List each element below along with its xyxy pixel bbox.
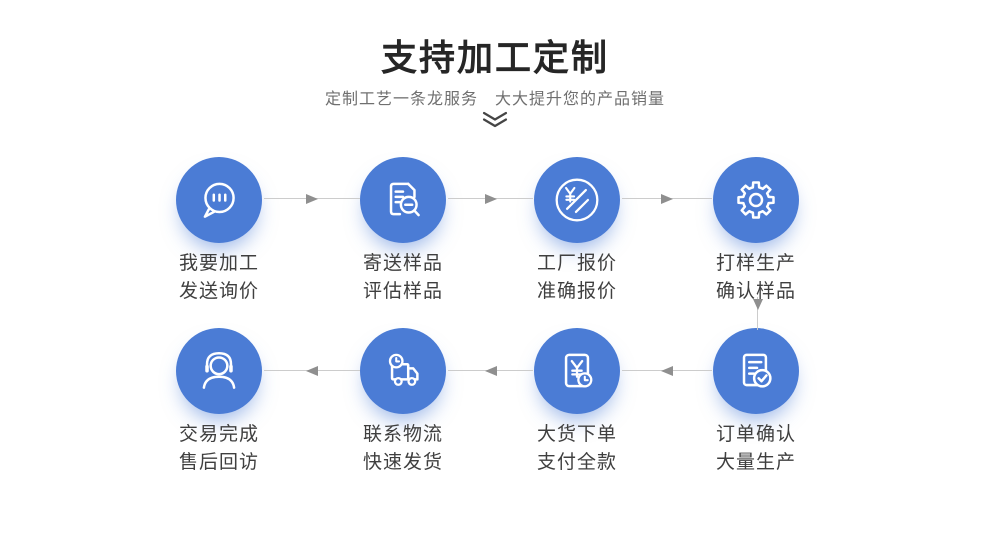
- step-circle: [176, 328, 262, 414]
- arrow-down-icon: [750, 297, 765, 330]
- step-node-order-confirm: 订单确认 大量生产: [676, 328, 836, 477]
- step-node-factory-quote: 工厂报价 准确报价: [497, 157, 657, 306]
- arrow-right-icon: [622, 192, 712, 205]
- customer-service-icon: [202, 352, 236, 389]
- arrow-left-icon: [448, 364, 533, 377]
- step-label: 联系物流 快速发货: [362, 424, 443, 473]
- step-node-sample-production: 打样生产 确认样品: [676, 157, 836, 306]
- step-circle: [176, 157, 262, 243]
- step-circle: [360, 328, 446, 414]
- step-label: 交易完成 售后回访: [178, 424, 259, 473]
- page-subtitle: 定制工艺一条龙服务 大大提升您的产品销量: [324, 91, 665, 108]
- step-node-after-sale: 交易完成 售后回访: [139, 328, 299, 477]
- step-circle: [534, 157, 620, 243]
- step-circle: [534, 328, 620, 414]
- step-node-send-sample: 寄送样品 评估样品: [323, 157, 483, 306]
- step-label: 寄送样品 评估样品: [362, 253, 443, 302]
- page-title: 支持加工定制: [380, 37, 609, 78]
- order-confirm-icon: [742, 353, 772, 388]
- step-label: 订单确认 大量生产: [715, 424, 796, 473]
- arrow-left-icon: [264, 364, 360, 377]
- arrow-left-icon: [622, 364, 712, 377]
- step-label: 大货下单 支付全款: [536, 424, 617, 473]
- price-quote-icon: [555, 178, 599, 222]
- arrow-right-icon: [264, 192, 360, 205]
- payment-icon: [564, 353, 593, 388]
- chat-bubble-icon: [203, 182, 235, 218]
- step-node-inquiry: 我要加工 发送询价: [139, 157, 299, 306]
- arrow-right-icon: [448, 192, 533, 205]
- step-circle: [360, 157, 446, 243]
- document-search-icon: [389, 182, 420, 217]
- delivery-truck-icon: [388, 353, 419, 386]
- step-circle: [713, 157, 799, 243]
- gear-icon: [737, 181, 775, 219]
- step-label: 工厂报价 准确报价: [536, 253, 617, 302]
- step-label: 打样生产 确认样品: [715, 253, 796, 302]
- double-chevron-down-icon: [0, 111, 990, 133]
- step-circle: [713, 328, 799, 414]
- step-node-logistics: 联系物流 快速发货: [323, 328, 483, 477]
- step-node-bulk-payment: 大货下单 支付全款: [497, 328, 657, 477]
- step-label: 我要加工 发送询价: [178, 253, 259, 302]
